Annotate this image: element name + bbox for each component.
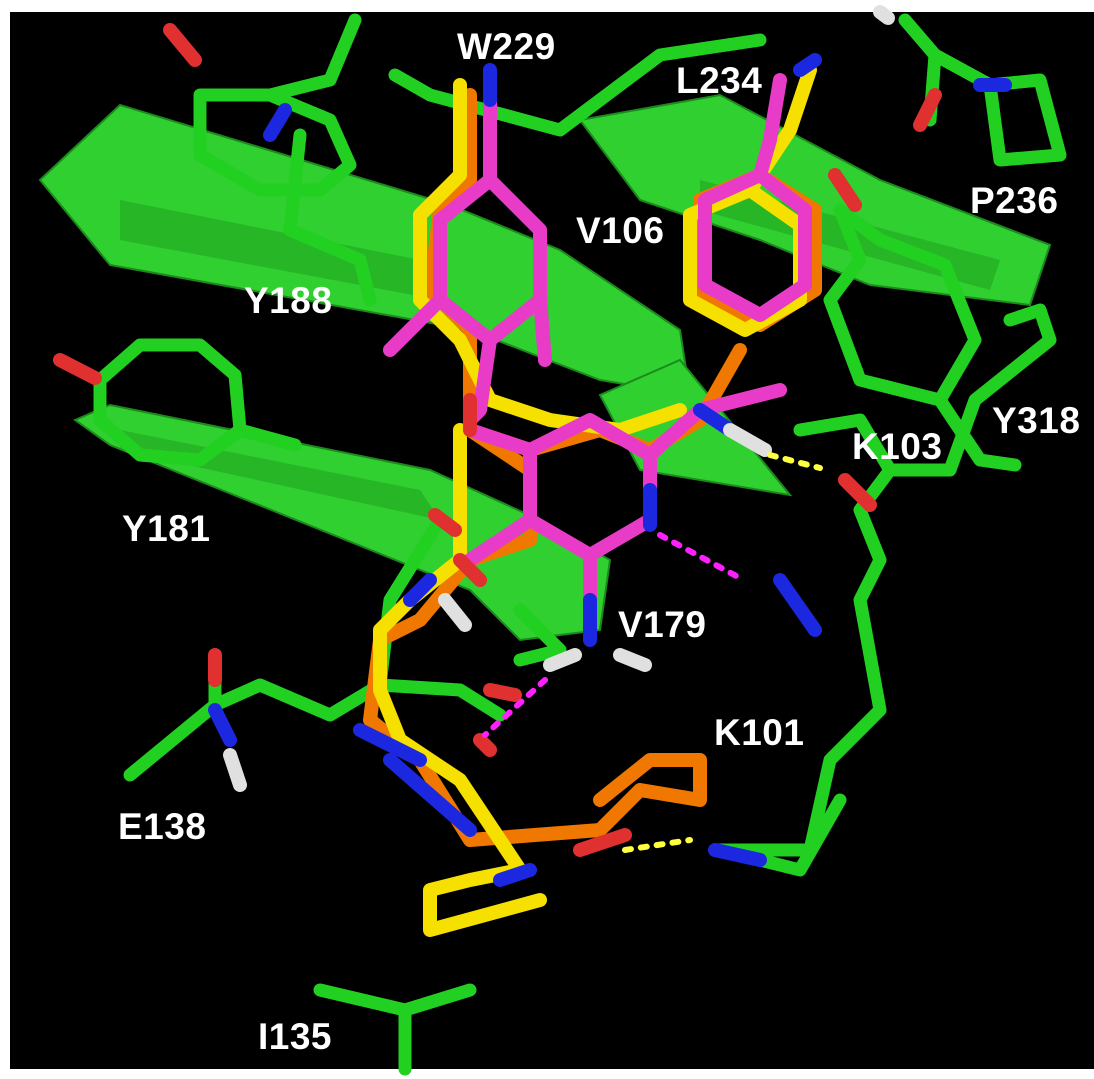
residue-label-w229: W229 [457, 26, 556, 67]
oxygen-atoms [53, 23, 942, 857]
residue-label-k101: K101 [714, 712, 805, 753]
residue-label-v106: V106 [576, 210, 665, 251]
hbond-k101-n [622, 837, 693, 853]
backbone-k103 [713, 303, 1057, 857]
hydrogen-bonds [482, 452, 823, 853]
residue-label-l234: L234 [676, 60, 763, 101]
residue-label-i135: I135 [258, 1016, 333, 1057]
backbone-top [388, 33, 767, 137]
sidechain-v179 [513, 603, 567, 667]
hydrogen-atoms [223, 5, 895, 792]
residue-label-e138: E138 [118, 806, 207, 847]
residue-label-v179: V179 [618, 604, 707, 645]
residue-label-k103: K103 [852, 426, 943, 467]
hbond-v179-backbone [657, 532, 743, 581]
nitrogen-atoms [208, 53, 1012, 887]
residue-label-y318: Y318 [992, 400, 1081, 441]
residue-label-y181: Y181 [122, 508, 211, 549]
residue-label-p236: P236 [970, 180, 1059, 221]
hbond-k101-o [482, 677, 548, 738]
residue-label-y188: Y188 [244, 280, 333, 321]
hbond-k103-n [767, 452, 823, 471]
